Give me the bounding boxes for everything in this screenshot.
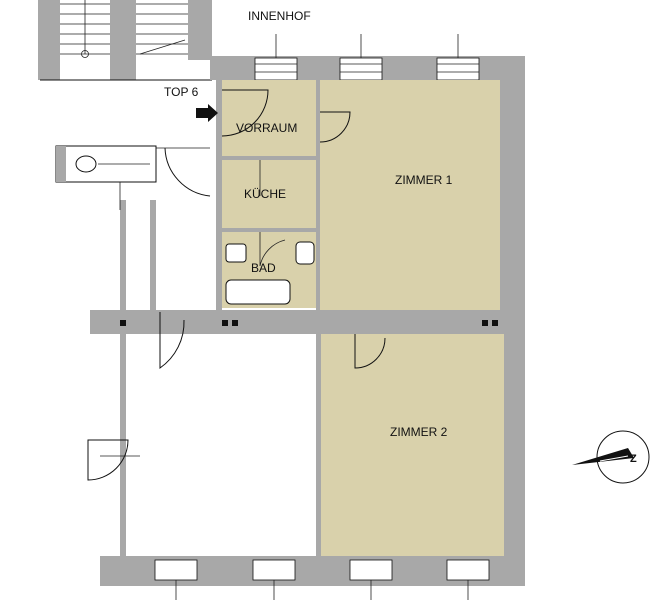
hall-label: VORRAUM	[236, 121, 297, 135]
courtyard-label: INNENHOF	[248, 9, 311, 23]
room1-label: ZIMMER 1	[395, 173, 453, 187]
doors	[87, 89, 386, 481]
unit-label: TOP 6	[164, 85, 199, 99]
kitchen-label: KÜCHE	[244, 187, 286, 201]
svg-text:Z: Z	[630, 453, 637, 465]
bathroom-fixtures	[225, 241, 315, 305]
stairwell	[38, 0, 212, 81]
arrow-right-icon	[196, 104, 218, 122]
unit-rooms	[222, 80, 504, 556]
wc-area	[55, 145, 157, 210]
north-wall	[210, 34, 525, 586]
north-arrow-icon: Z	[572, 430, 650, 484]
internal-walls	[90, 80, 500, 560]
room2-label: ZIMMER 2	[390, 425, 448, 439]
bath-label: BAD	[251, 261, 276, 275]
south-wall	[100, 556, 525, 600]
outlet-markers	[120, 320, 498, 326]
